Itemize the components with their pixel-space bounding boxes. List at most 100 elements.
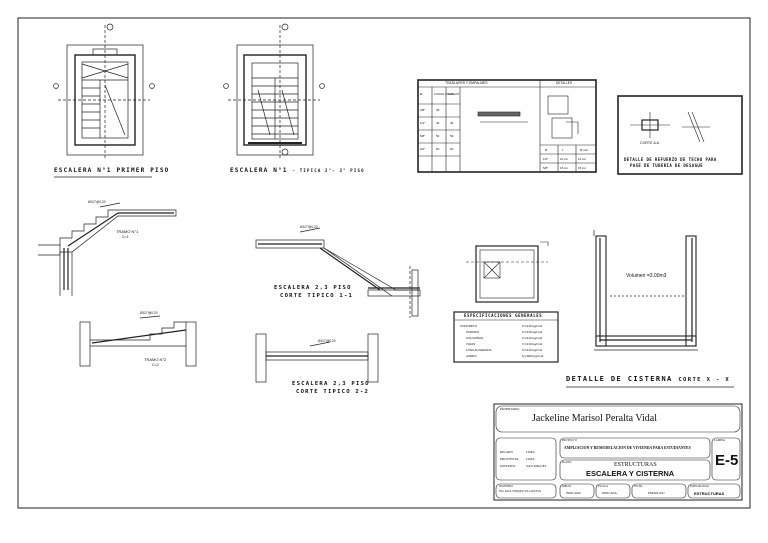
section-tramo-1: [38, 202, 177, 296]
traslapes-table: [417, 79, 597, 173]
corte-a-label: CORTE A-A: [640, 141, 660, 145]
tb-provincia-label: PROVINCIA: [500, 457, 519, 461]
title-escalera-primer-piso: ESCALERA N°1 PRIMER PISO: [54, 167, 170, 174]
spec-value: fy=4200 kg/cm2: [522, 354, 544, 358]
spec-name: ZAPATAS: [466, 330, 480, 334]
spec-value: f'c=210 kg/cm2: [522, 330, 543, 334]
title-corte-1-1-b: CORTE TIPICO 1-1: [280, 293, 354, 299]
tb-fecha-label: FECHA: [634, 485, 643, 488]
title-detalle-cisterna-main: DETALLE DE CISTERNA: [566, 375, 673, 383]
title-corte-1-1-a: ESCALERA 2,3 PISO: [274, 285, 352, 291]
section-corte-1-1: [255, 227, 421, 318]
spec-name: CONCRETO: [460, 324, 478, 328]
plan-escalera-tipica: [223, 23, 325, 160]
side-cell: 15 cm: [560, 166, 569, 170]
detalle-techo-title-a: DETALLE DE REFUERZO DE TECHO PARA: [624, 157, 717, 162]
traslape-cell: 60: [436, 147, 440, 151]
tb-plano-label: PLANO: [562, 461, 572, 464]
tb-region-label: REGION: [500, 450, 513, 454]
tb-provincia: LIMA: [526, 457, 535, 461]
traslapes-title: TRASLAPES Y EMPALMES: [445, 81, 488, 85]
spec-value: f'c=210 kg/cm2: [522, 324, 543, 328]
tb-plano-b: ESCALERA Y CISTERNA: [586, 469, 675, 478]
tb-region: LIMA: [526, 450, 535, 454]
label-tramo-1-sub: C=1: [122, 235, 129, 239]
tb-lamina-label: LAMINA: [714, 439, 726, 442]
title-escalera-tipica-main: ESCALERA N°1: [230, 167, 288, 174]
tb-dibujo: INDICADO: [566, 491, 581, 495]
traslape-cell: COLUM: [448, 92, 459, 96]
traslape-cell: 3/4": [420, 147, 426, 151]
spec-name: COLUMNAS: [466, 336, 484, 340]
rebar-label-3: Ø1/2"@0.20: [300, 225, 318, 229]
tb-ing-label: INGENIERO: [499, 485, 514, 488]
traslape-cell: 40: [436, 121, 440, 125]
side-cell: L: [562, 148, 564, 152]
volumen-label: Volumen =3.00m3: [626, 273, 667, 279]
traslape-cell: 5/8": [420, 134, 426, 138]
tb-especialidad-label: ESPECIALIDAD: [690, 485, 709, 488]
spec-value: f'c=210 kg/cm2: [522, 336, 543, 340]
tb-proyecto: AMPLIACION Y REMODELACION DE VIVIENDA PA…: [564, 446, 691, 450]
traslape-cell: Ø: [420, 92, 423, 96]
sheet-frame: [17, 17, 751, 509]
title-detalle-cisterna: DETALLE DE CISTERNA CORTE X - X: [566, 376, 730, 384]
traslape-cell: 50: [450, 134, 454, 138]
especificaciones-title: ESPECIFICACIONES GENERALES: [464, 313, 543, 318]
side-cell: 5/8": [543, 166, 549, 170]
title-corte-2-2-a: ESCALERA 2,3 PISO: [292, 381, 370, 387]
title-escalera-tipica: ESCALERA N°1 - TIPICA 2°- 3° PISO: [230, 168, 365, 174]
section-cisterna: [593, 230, 698, 351]
spec-name: ACERO: [466, 354, 477, 358]
title-corte-2-2-b: CORTE TIPICO 2-2: [296, 389, 370, 395]
rebar-label-1: Ø1/2"@0.20: [88, 200, 106, 204]
tb-distrito-label: DISTRITO: [500, 464, 516, 468]
title-escalera-tipica-sub: - TIPICA 2°- 3° PISO: [292, 168, 365, 173]
traslape-cell: LOSAS VIGAS: [434, 92, 455, 96]
spec-value: f'c=210 kg/cm2: [522, 348, 543, 352]
tb-escala-label: ESCALA: [598, 485, 609, 488]
especificaciones-box: [453, 311, 559, 363]
side-cell: 15 cm: [578, 166, 587, 170]
traslape-cell: 50: [436, 134, 440, 138]
traslape-cell: 40: [450, 121, 454, 125]
label-tramo-2-sub: C=2: [152, 363, 159, 367]
detalles-title: DETALLES: [556, 81, 573, 85]
side-cell: 10 cm: [560, 157, 569, 161]
side-cell: 1/2": [543, 157, 549, 161]
tb-escala: INDICADA: [602, 491, 617, 495]
side-cell: Ø: [545, 148, 548, 152]
tb-plano-a: ESTRUCTURAS: [614, 462, 657, 468]
title-detalle-cisterna-sub: CORTE X - X: [678, 377, 731, 383]
section-corte-2-2: [255, 333, 379, 383]
tb-dibujo-label: DIBUJO: [562, 485, 572, 488]
rebar-label-2: Ø1/2"@0.20: [140, 311, 158, 315]
traslape-cell: 60: [450, 147, 454, 151]
tb-propietario: Jackeline Marisol Peralta Vidal: [532, 413, 658, 424]
detalle-techo-title-b: PASE DE TUBERIA DE DESAGUE: [630, 163, 704, 168]
detalle-refuerzo-techo: [617, 95, 743, 175]
plan-escalera-primer-piso: [53, 23, 155, 160]
title-block-frame: [493, 403, 743, 501]
spec-name: VIGAS: [466, 342, 476, 346]
tb-ing: ING. RAUL ENRIQUE VILLANUEVA: [499, 490, 542, 493]
side-cell: Ø min: [580, 148, 589, 152]
tb-propietario-label: PROPIETARIO: [500, 407, 520, 411]
tb-fecha: ENERO 2021: [648, 491, 665, 495]
spec-name: LOSA ALIGERADA: [466, 348, 492, 352]
label-tramo-1: TRAMO N°1: [116, 229, 139, 234]
tb-lamina: E-5: [715, 452, 739, 469]
spec-value: f'c=210 kg/cm2: [522, 342, 543, 346]
tb-distrito: SAN MIGUEL: [526, 464, 547, 468]
plan-cisterna: [466, 241, 549, 303]
section-tramo-2: [79, 315, 197, 367]
side-cell: 12 cm: [578, 157, 587, 161]
tb-especialidad: ESTRUCTURAS: [694, 491, 725, 496]
traslape-cell: 3/8": [420, 108, 426, 112]
label-tramo-2: TRAMO N°2: [144, 357, 167, 362]
traslape-cell: 1/2": [420, 121, 426, 125]
traslape-cell: 30: [436, 108, 440, 112]
tb-proyecto-label: PROYECTO: [562, 439, 577, 442]
rebar-label-4: Ø1/2"@0.20: [318, 339, 336, 343]
